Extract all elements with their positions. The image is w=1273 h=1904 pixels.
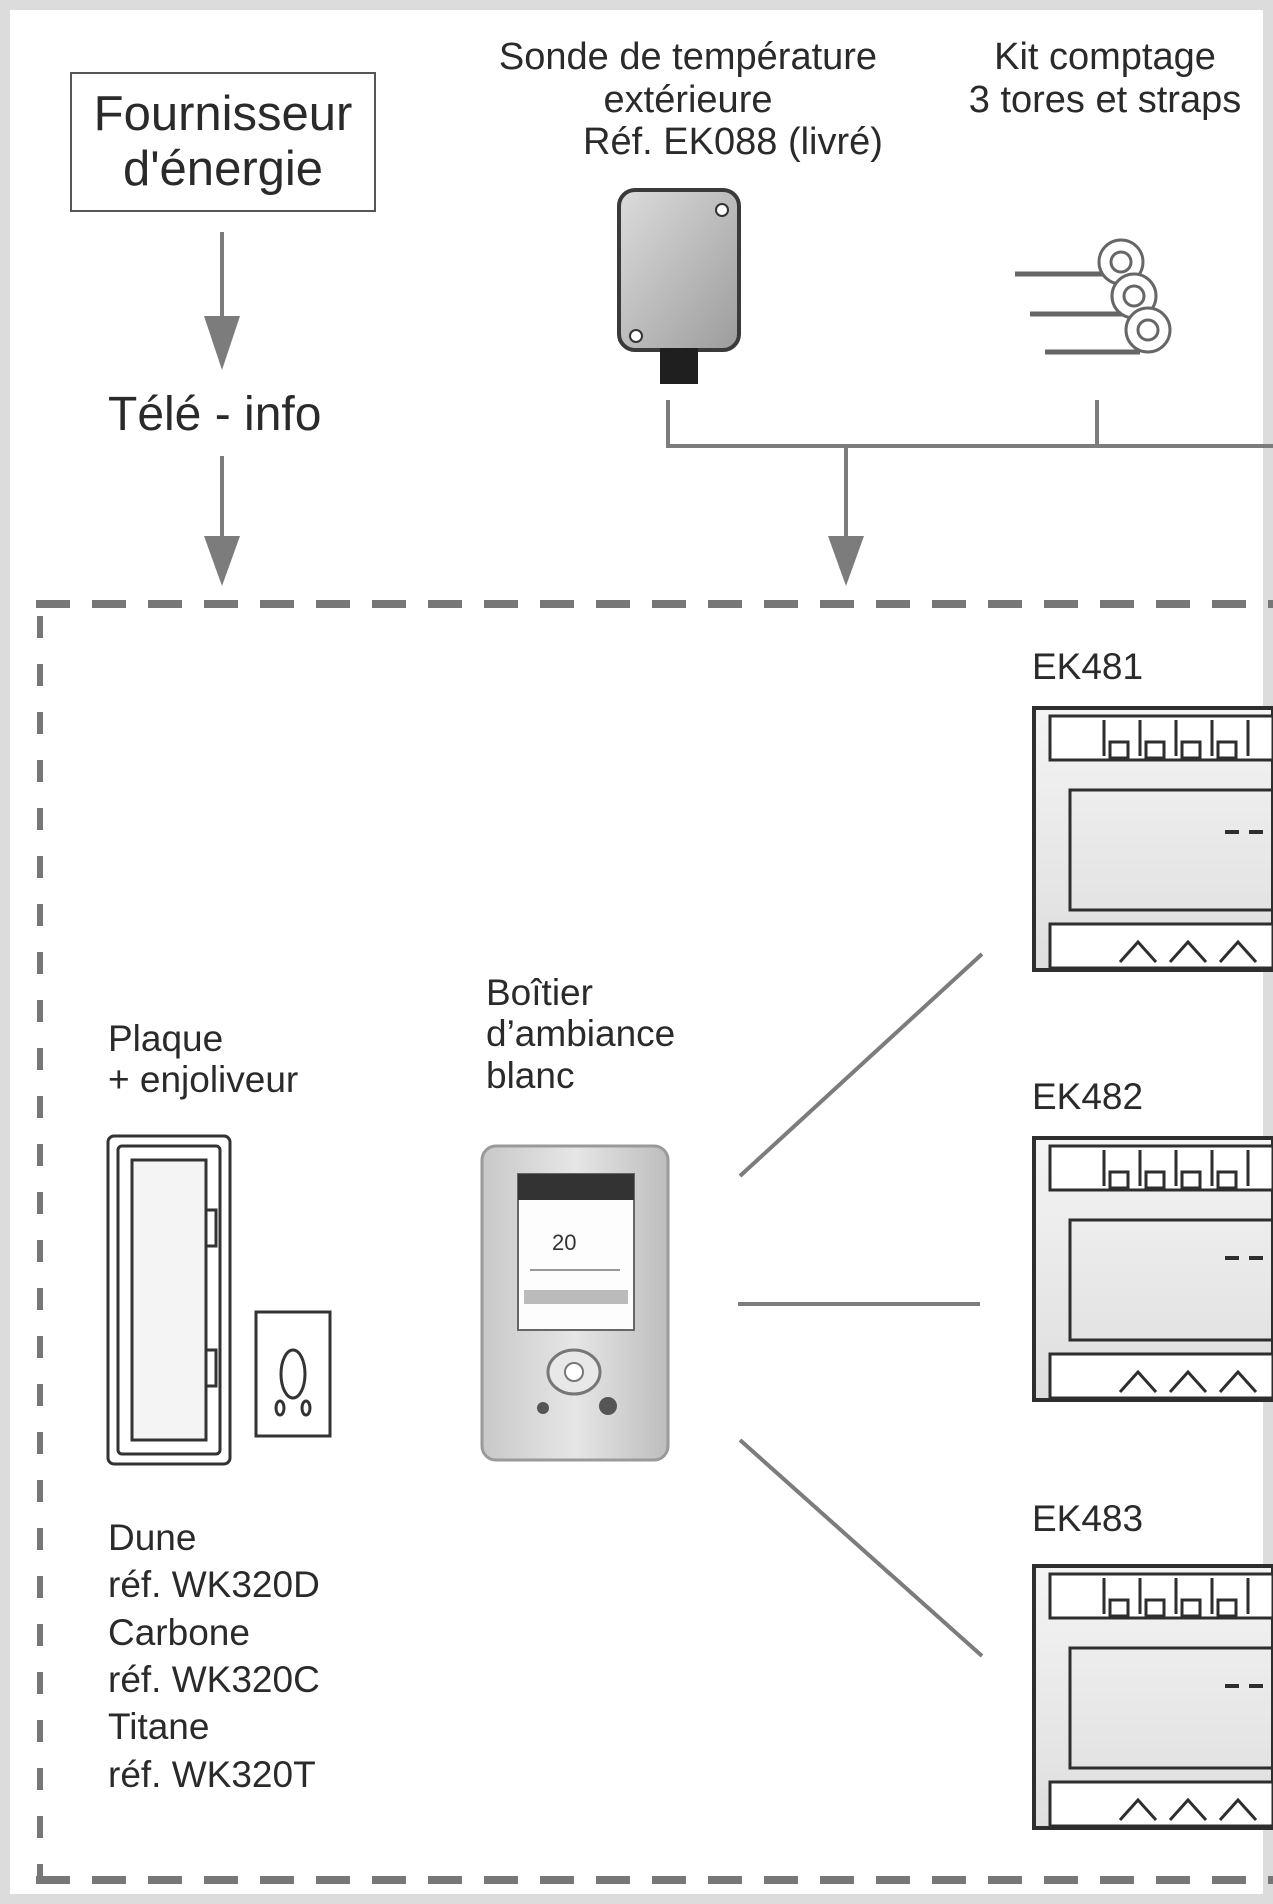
room-unit-label-line3: blanc <box>486 1054 575 1096</box>
module-ek482-label: EK482 <box>1032 1076 1144 1117</box>
wall-plate-icon <box>106 1134 232 1466</box>
module-ek483-label: EK483 <box>1032 1498 1144 1539</box>
probe-label: Sonde de température extérieure Réf. EK0… <box>478 36 898 164</box>
connections-room-unit-to-modules <box>738 952 984 1658</box>
bus-sensors-to-system <box>666 400 1273 586</box>
probe-label-line2: extérieure <box>603 78 773 121</box>
arrow-supplier-to-teleinfo <box>204 232 240 370</box>
energy-supplier-box: Fournisseur d'énergie <box>70 72 376 212</box>
room-unit-label: Boîtier d’ambiance blanc <box>486 972 675 1096</box>
module-ek481-label: EK481 <box>1032 646 1144 687</box>
system-boundary <box>36 600 1273 1884</box>
room-unit-screen-value: 20 <box>552 1230 576 1255</box>
finish-name: Dune <box>108 1517 197 1558</box>
room-unit-device: 20 <box>480 1144 670 1462</box>
room-unit-label-line2: d’ambiance <box>486 1013 676 1055</box>
room-unit-label-line1: Boîtier <box>486 972 593 1013</box>
kit-label-line1: Kit comptage <box>994 36 1216 78</box>
finish-name: Titane <box>108 1706 210 1748</box>
plate-label: Plaque + enjoliveur <box>108 1018 298 1101</box>
temperature-probe-icon <box>617 188 741 384</box>
arrow-teleinfo-to-system <box>204 456 240 586</box>
finish-ref: réf. WK320T <box>108 1753 316 1795</box>
current-clamps-icon <box>1015 238 1172 355</box>
energy-supplier-line1: Fournisseur <box>93 87 353 142</box>
plate-label-line1: Plaque <box>108 1018 224 1059</box>
plate-label-line2: + enjoliveur <box>108 1059 299 1101</box>
mounting-plate-icon <box>254 1310 332 1438</box>
finish-ref: réf. WK320C <box>108 1659 320 1701</box>
kit-label-line2: 3 tores et straps <box>968 78 1242 121</box>
finish-name: Carbone <box>108 1611 250 1653</box>
probe-label-line3: Réf. EK088 (livré) <box>583 121 883 164</box>
module-ek482-image <box>1032 1136 1273 1402</box>
probe-label-line1: Sonde de température <box>498 36 878 78</box>
kit-label: Kit comptage 3 tores et straps <box>950 36 1260 121</box>
energy-supplier-line2: d'énergie <box>122 142 324 196</box>
finishes-list: Dune réf. WK320D Carbone réf. WK320C Tit… <box>108 1514 320 1798</box>
module-ek481-image <box>1032 706 1273 972</box>
teleinfo-label: Télé - info <box>108 388 322 441</box>
module-ek483-image <box>1032 1564 1273 1830</box>
finish-ref: réf. WK320D <box>108 1564 320 1606</box>
